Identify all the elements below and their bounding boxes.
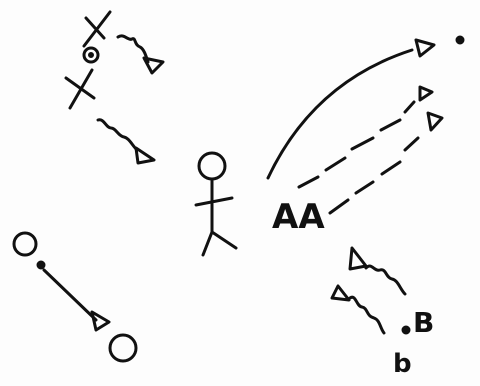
dashed-arrow-upper: [299, 102, 414, 187]
label-aa: AA: [272, 197, 325, 237]
wavy-arrow-middle: [98, 120, 137, 150]
dashed-arrowhead-lower: [428, 113, 442, 130]
target-dot-bottom-right: [402, 326, 410, 334]
x-mark-middle: [66, 70, 94, 108]
right-arrows: [268, 36, 464, 213]
label-b-lower: b: [393, 349, 412, 379]
dashed-arrowhead-upper: [420, 87, 432, 100]
curved-solid-arrow: [268, 50, 412, 178]
target-circle-bottom: [110, 335, 136, 361]
top-left-group: [66, 12, 163, 163]
wavy-arrowhead-middle: [136, 148, 154, 163]
x-mark-top: [84, 12, 110, 46]
wavy-arrow-top-br: [366, 266, 405, 294]
target-dot: [89, 53, 94, 58]
wavy-arrow-bottom-br: [350, 297, 384, 333]
stick-figure-body: [196, 180, 236, 255]
stick-figure: [196, 153, 236, 255]
stick-figure-head: [199, 153, 225, 179]
source-circle: [14, 233, 36, 255]
bottom-right-group: B b: [332, 248, 434, 379]
wavy-arrowhead-top: [144, 58, 163, 73]
label-b-upper: B: [413, 306, 434, 339]
dashed-arrow-lower: [330, 138, 418, 213]
source-dot: [37, 261, 45, 269]
straight-arrowhead: [92, 312, 109, 330]
bottom-left-group: [14, 233, 136, 361]
wavy-arrowhead-bottom-br: [332, 286, 349, 300]
wavy-arrowhead-top-br: [350, 248, 366, 269]
straight-arrow: [44, 270, 96, 320]
curved-arrowhead: [416, 40, 434, 56]
target-dot-top-right: [456, 36, 464, 44]
